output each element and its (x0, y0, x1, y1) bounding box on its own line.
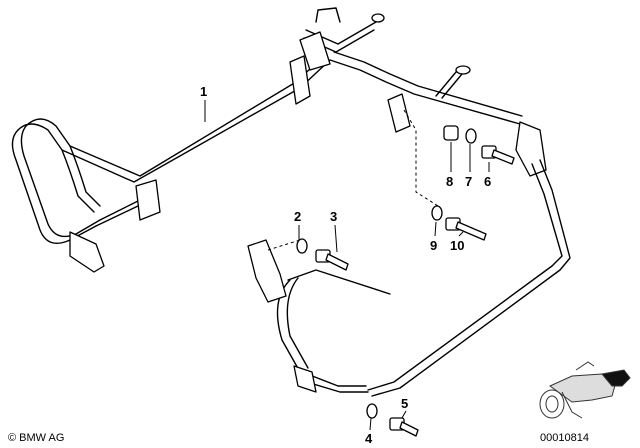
bolt-6 (481, 145, 515, 165)
callout-4: 4 (365, 431, 373, 446)
washer-2 (296, 238, 308, 254)
bolt-5 (389, 417, 419, 437)
motorcycle-icon (539, 361, 631, 419)
callout-1: 1 (200, 84, 207, 99)
motorcycle-locator-thumbnail (539, 361, 631, 419)
callout-2: 2 (294, 209, 301, 224)
callout-7: 7 (465, 174, 472, 189)
bolt-3 (315, 249, 349, 271)
diagram-reference-number: 00010814 (540, 432, 589, 444)
callout-6: 6 (484, 174, 491, 189)
callout-5: 5 (401, 396, 408, 411)
callout-9: 9 (430, 238, 437, 253)
callout-3: 3 (330, 209, 337, 224)
spacer-bush-8 (443, 125, 459, 141)
lower-crash-bar (247, 159, 571, 397)
washer-9 (431, 205, 443, 221)
bolt-10 (445, 217, 487, 241)
copyright-text: © BMW AG (8, 432, 65, 444)
washer-7 (465, 128, 477, 144)
washer-4 (366, 403, 378, 419)
callout-10: 10 (450, 238, 464, 253)
callout-8: 8 (446, 174, 453, 189)
crash-bar-frame (11, 7, 547, 273)
